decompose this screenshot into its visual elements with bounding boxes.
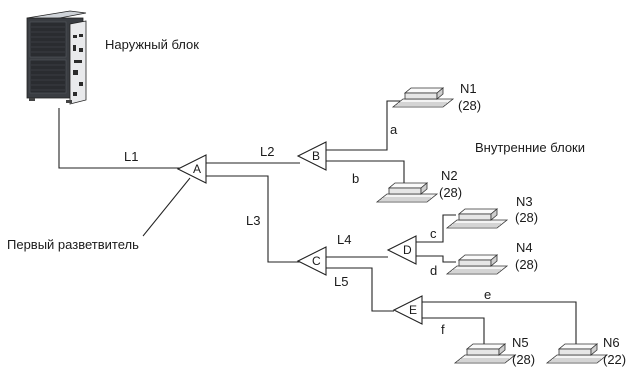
branch-label-d: D xyxy=(403,243,412,257)
pipe-label-l4: L4 xyxy=(337,232,351,247)
first-branch-leader xyxy=(142,177,191,237)
indoor-unit-n1-id: N1 xyxy=(460,81,477,96)
pipe-d xyxy=(414,255,456,263)
pipe-b xyxy=(326,160,405,186)
branch-e xyxy=(392,295,423,325)
pipe-label-f: f xyxy=(441,322,445,337)
branch-b xyxy=(296,141,327,171)
pipe-l1 xyxy=(58,108,180,169)
pipe-label-l1: L1 xyxy=(124,149,138,164)
pipe-label-b: b xyxy=(352,171,359,186)
indoor-unit-n4-id: N4 xyxy=(516,240,533,255)
indoor-unit-n4-symbol xyxy=(446,254,508,275)
pipe-a xyxy=(326,100,401,151)
indoor-unit-n1-symbol xyxy=(392,87,454,108)
indoor-unit-n3-capacity: (28) xyxy=(515,210,538,225)
pipe-label-l3: L3 xyxy=(246,213,260,228)
pipe-label-d: d xyxy=(430,263,437,278)
branch-joints xyxy=(176,141,423,325)
pipe-l3 xyxy=(205,175,300,263)
pipe-e xyxy=(419,301,577,349)
indoor-unit-n5-symbol xyxy=(454,343,516,364)
branch-label-a: A xyxy=(193,162,201,176)
indoor-unit-n3-id: N3 xyxy=(516,194,533,209)
indoor-unit-n2-capacity: (28) xyxy=(439,185,462,200)
indoor-unit-n6-id: N6 xyxy=(603,335,620,350)
indoor-unit-n5-id: N5 xyxy=(512,335,529,350)
branch-a xyxy=(176,154,207,184)
pipe-f xyxy=(419,317,485,347)
branch-label-b: B xyxy=(312,149,320,163)
pipe-label-a: a xyxy=(390,122,398,137)
pipe-c xyxy=(414,214,456,243)
branch-label-e: E xyxy=(409,303,417,317)
indoor-unit-n2-id: N2 xyxy=(441,168,458,183)
indoor-unit-n1-capacity: (28) xyxy=(458,98,481,113)
outdoor-unit-image xyxy=(26,10,87,105)
branch-d xyxy=(386,235,417,265)
refrigerant-pipes xyxy=(58,100,577,349)
first-branch-label: Первый разветвитель xyxy=(7,237,139,252)
indoor-units-label: Внутренние блоки xyxy=(475,140,585,155)
outdoor-unit-label: Наружный блок xyxy=(105,37,199,52)
pipe-l5 xyxy=(325,267,394,312)
branch-label-c: C xyxy=(312,254,321,268)
indoor-unit-n5-capacity: (28) xyxy=(512,352,535,367)
pipe-label-e: e xyxy=(484,287,491,302)
pipe-label-c: c xyxy=(430,226,437,241)
indoor-unit-n4-capacity: (28) xyxy=(515,257,538,272)
branch-c xyxy=(296,246,327,276)
pipe-label-l5: L5 xyxy=(334,274,348,289)
indoor-unit-n6-capacity: (22) xyxy=(603,352,626,367)
indoor-unit-n2-symbol xyxy=(376,182,438,203)
indoor-unit-n3-symbol xyxy=(446,208,508,229)
indoor-unit-n6-symbol xyxy=(546,343,608,364)
pipe-label-l2: L2 xyxy=(260,144,274,159)
